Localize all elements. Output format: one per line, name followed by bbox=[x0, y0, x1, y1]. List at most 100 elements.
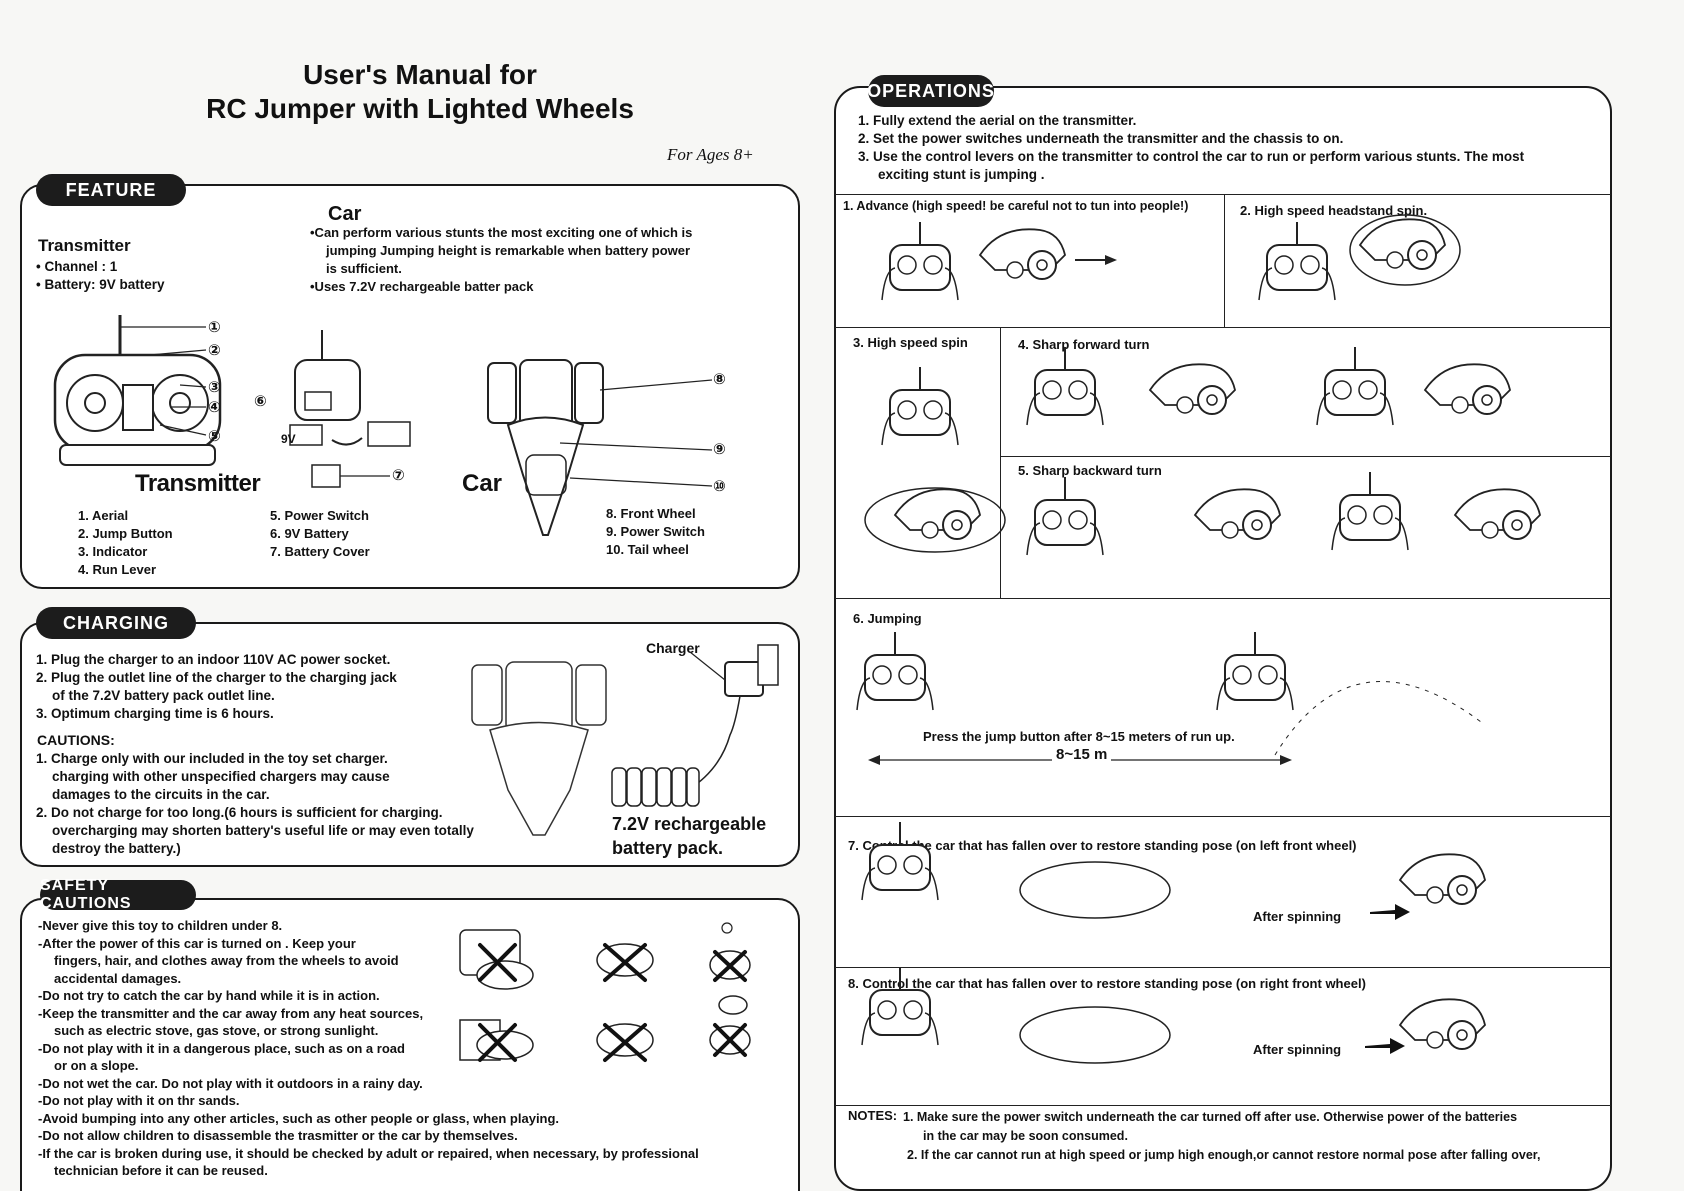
page-title: User's Manual for RC Jumper with Lighted… bbox=[150, 58, 690, 126]
headstand-title: 2. High speed headstand spin. bbox=[1240, 203, 1428, 218]
charging-section bbox=[20, 622, 800, 867]
cautions-heading: CAUTIONS: bbox=[37, 732, 115, 748]
transmitter-back-diagram bbox=[289, 330, 411, 488]
operation-step: exciting stunt is jumping . bbox=[878, 167, 1045, 182]
charging-step: 2. Plug the outlet line of the charger t… bbox=[36, 670, 397, 685]
transmitter-callout-lines bbox=[120, 326, 207, 436]
charging-step: of the 7.2V battery pack outlet line. bbox=[52, 688, 275, 703]
note-line: 2. If the car cannot run at high speed o… bbox=[907, 1148, 1541, 1162]
callout-5: ⑤ bbox=[208, 428, 221, 445]
operations-intro: 1. Fully extend the aerial on the transm… bbox=[858, 112, 1598, 184]
operation-step: 2. Set the power switches underneath the… bbox=[858, 131, 1344, 146]
part-item: 5. Power Switch bbox=[270, 508, 369, 523]
callout-4: ④ bbox=[208, 399, 221, 416]
operations-illustrations bbox=[856, 214, 1541, 1064]
transmitter-specs: • Channel : 1 • Battery: 9V battery bbox=[36, 258, 165, 294]
callout-1: ① bbox=[208, 319, 221, 336]
ops-grid bbox=[835, 194, 1611, 195]
part-item: 7. Battery Cover bbox=[270, 544, 370, 559]
safety-line: -Keep the transmitter and the car away f… bbox=[38, 1005, 424, 1021]
callout-7: ⑦ bbox=[392, 467, 405, 484]
safety-line: -If the car is broken during use, it sho… bbox=[38, 1145, 699, 1161]
ops-grid bbox=[1000, 456, 1611, 457]
safety-list: -Never give this toy to children under 8… bbox=[38, 917, 758, 1180]
feature-pill: FEATURE bbox=[36, 174, 186, 206]
operation-step: 1. Fully extend the aerial on the transm… bbox=[858, 113, 1137, 128]
caution-line: overcharging may shorten battery's usefu… bbox=[52, 823, 474, 838]
forward-turn-title: 4. Sharp forward turn bbox=[1018, 337, 1150, 352]
callout-8: ⑧ bbox=[713, 371, 726, 388]
spin-title: 3. High speed spin bbox=[853, 335, 968, 350]
caution-line: charging with other unspecified chargers… bbox=[52, 769, 390, 784]
part-item: 8. Front Wheel bbox=[606, 506, 696, 521]
car-heading: Car bbox=[328, 203, 362, 225]
notes-label: NOTES: bbox=[848, 1108, 898, 1123]
part-item: 1. Aerial bbox=[78, 508, 129, 523]
charging-step: 3. Optimum charging time is 6 hours. bbox=[36, 706, 274, 721]
safety-line: -Never give this toy to children under 8… bbox=[38, 918, 283, 933]
charging-pill: CHARGING bbox=[36, 607, 196, 639]
caution-line: damages to the circuits in the car. bbox=[52, 787, 270, 802]
part-item: 9. Power Switch bbox=[606, 524, 705, 539]
battery-pack-icon bbox=[611, 767, 700, 807]
part-item: 4. Run Lever bbox=[78, 562, 157, 577]
notes-list: 1. Make sure the power switch underneath… bbox=[903, 1108, 1603, 1165]
operations-section bbox=[834, 86, 1612, 1191]
car-top-diagram bbox=[487, 359, 604, 536]
title-line-2: RC Jumper with Lighted Wheels bbox=[206, 93, 634, 124]
note-line: in the car may be soon consumed. bbox=[923, 1129, 1128, 1143]
safety-line: -Do not play with it in a dangerous plac… bbox=[38, 1040, 405, 1056]
transmitter-heading: Transmitter bbox=[38, 236, 131, 255]
safety-line: technician before it can be reused. bbox=[54, 1163, 268, 1178]
charging-steps: 1. Plug the charger to an indoor 110V AC… bbox=[36, 651, 476, 723]
note-line: 1. Make sure the power switch underneath… bbox=[903, 1110, 1518, 1124]
car-spec-line: is sufficient. bbox=[326, 261, 402, 276]
part-item: 2. Jump Button bbox=[78, 526, 173, 541]
jump-distance: 8~15 m bbox=[1052, 746, 1112, 763]
callout-9: ⑨ bbox=[713, 441, 726, 458]
ops-grid bbox=[835, 598, 1611, 599]
safety-line: such as electric stove, gas stove, or st… bbox=[54, 1023, 379, 1038]
battery-pack-label: 7.2V rechargeable battery pack. bbox=[612, 812, 766, 860]
part-item: 3. Indicator bbox=[78, 544, 148, 559]
car-specs: •Can perform various stunts the most exc… bbox=[310, 224, 730, 296]
car-spec-line: jumping Jumping height is remarkable whe… bbox=[326, 243, 691, 258]
age-label: For Ages 8+ bbox=[667, 145, 754, 164]
safety-line: -Do not allow children to disassemble th… bbox=[38, 1128, 518, 1143]
part-item: 6. 9V Battery bbox=[270, 526, 349, 541]
battery-9v-label: 9V bbox=[281, 432, 296, 446]
car-callout-lines bbox=[559, 379, 713, 487]
advance-title: 1. Advance (high speed! be careful not t… bbox=[843, 199, 1189, 213]
ops-grid bbox=[1224, 194, 1225, 327]
title-line-1: User's Manual for bbox=[303, 59, 537, 90]
safety-line: -After the power of this car is turned o… bbox=[38, 935, 356, 951]
charging-step: 1. Plug the charger to an indoor 110V AC… bbox=[36, 652, 391, 667]
parts-list-col1: 1. Aerial 2. Jump Button 3. Indicator 4.… bbox=[78, 507, 173, 579]
callout-10: ⑩ bbox=[713, 478, 726, 495]
jump-note: Press the jump button after 8~15 meters … bbox=[923, 729, 1235, 744]
safety-pictograms bbox=[459, 922, 751, 1062]
safety-line: -Do not wet the car. Do not play with it… bbox=[38, 1075, 423, 1091]
caution-line: 1. Charge only with our included in the … bbox=[36, 751, 388, 766]
ops-grid bbox=[835, 327, 1611, 328]
safety-line: accidental damages. bbox=[54, 970, 182, 986]
parts-list-col2: 5. Power Switch 6. 9V Battery 7. Battery… bbox=[270, 507, 370, 561]
safety-line: -Do not play with it on thr sands. bbox=[38, 1093, 240, 1108]
callout-2: ② bbox=[208, 342, 221, 359]
charger-icon bbox=[687, 644, 779, 791]
restore-right-title: 8. Control the car that has fallen over … bbox=[848, 976, 1366, 991]
after-spinning-label: After spinning bbox=[1253, 909, 1342, 924]
part-item: 10. Tail wheel bbox=[606, 542, 689, 557]
ops-grid bbox=[835, 816, 1611, 817]
after-spinning-label: After spinning bbox=[1253, 1042, 1342, 1057]
diagram-car-label: Car bbox=[462, 470, 503, 497]
jumping-title: 6. Jumping bbox=[853, 611, 922, 626]
safety-line: -Avoid bumping into any other articles, … bbox=[38, 1110, 560, 1126]
callout-6: ⑥ bbox=[254, 393, 267, 410]
ops-grid bbox=[835, 1105, 1611, 1106]
battery-pack-label-line: battery pack. bbox=[612, 838, 724, 858]
operations-pill: OPERATIONS bbox=[867, 75, 994, 107]
safety-section bbox=[20, 898, 800, 1191]
safety-pill: SAFETY CAUTIONS bbox=[40, 877, 196, 912]
car-spec-line: •Uses 7.2V rechargeable batter pack bbox=[310, 279, 534, 294]
